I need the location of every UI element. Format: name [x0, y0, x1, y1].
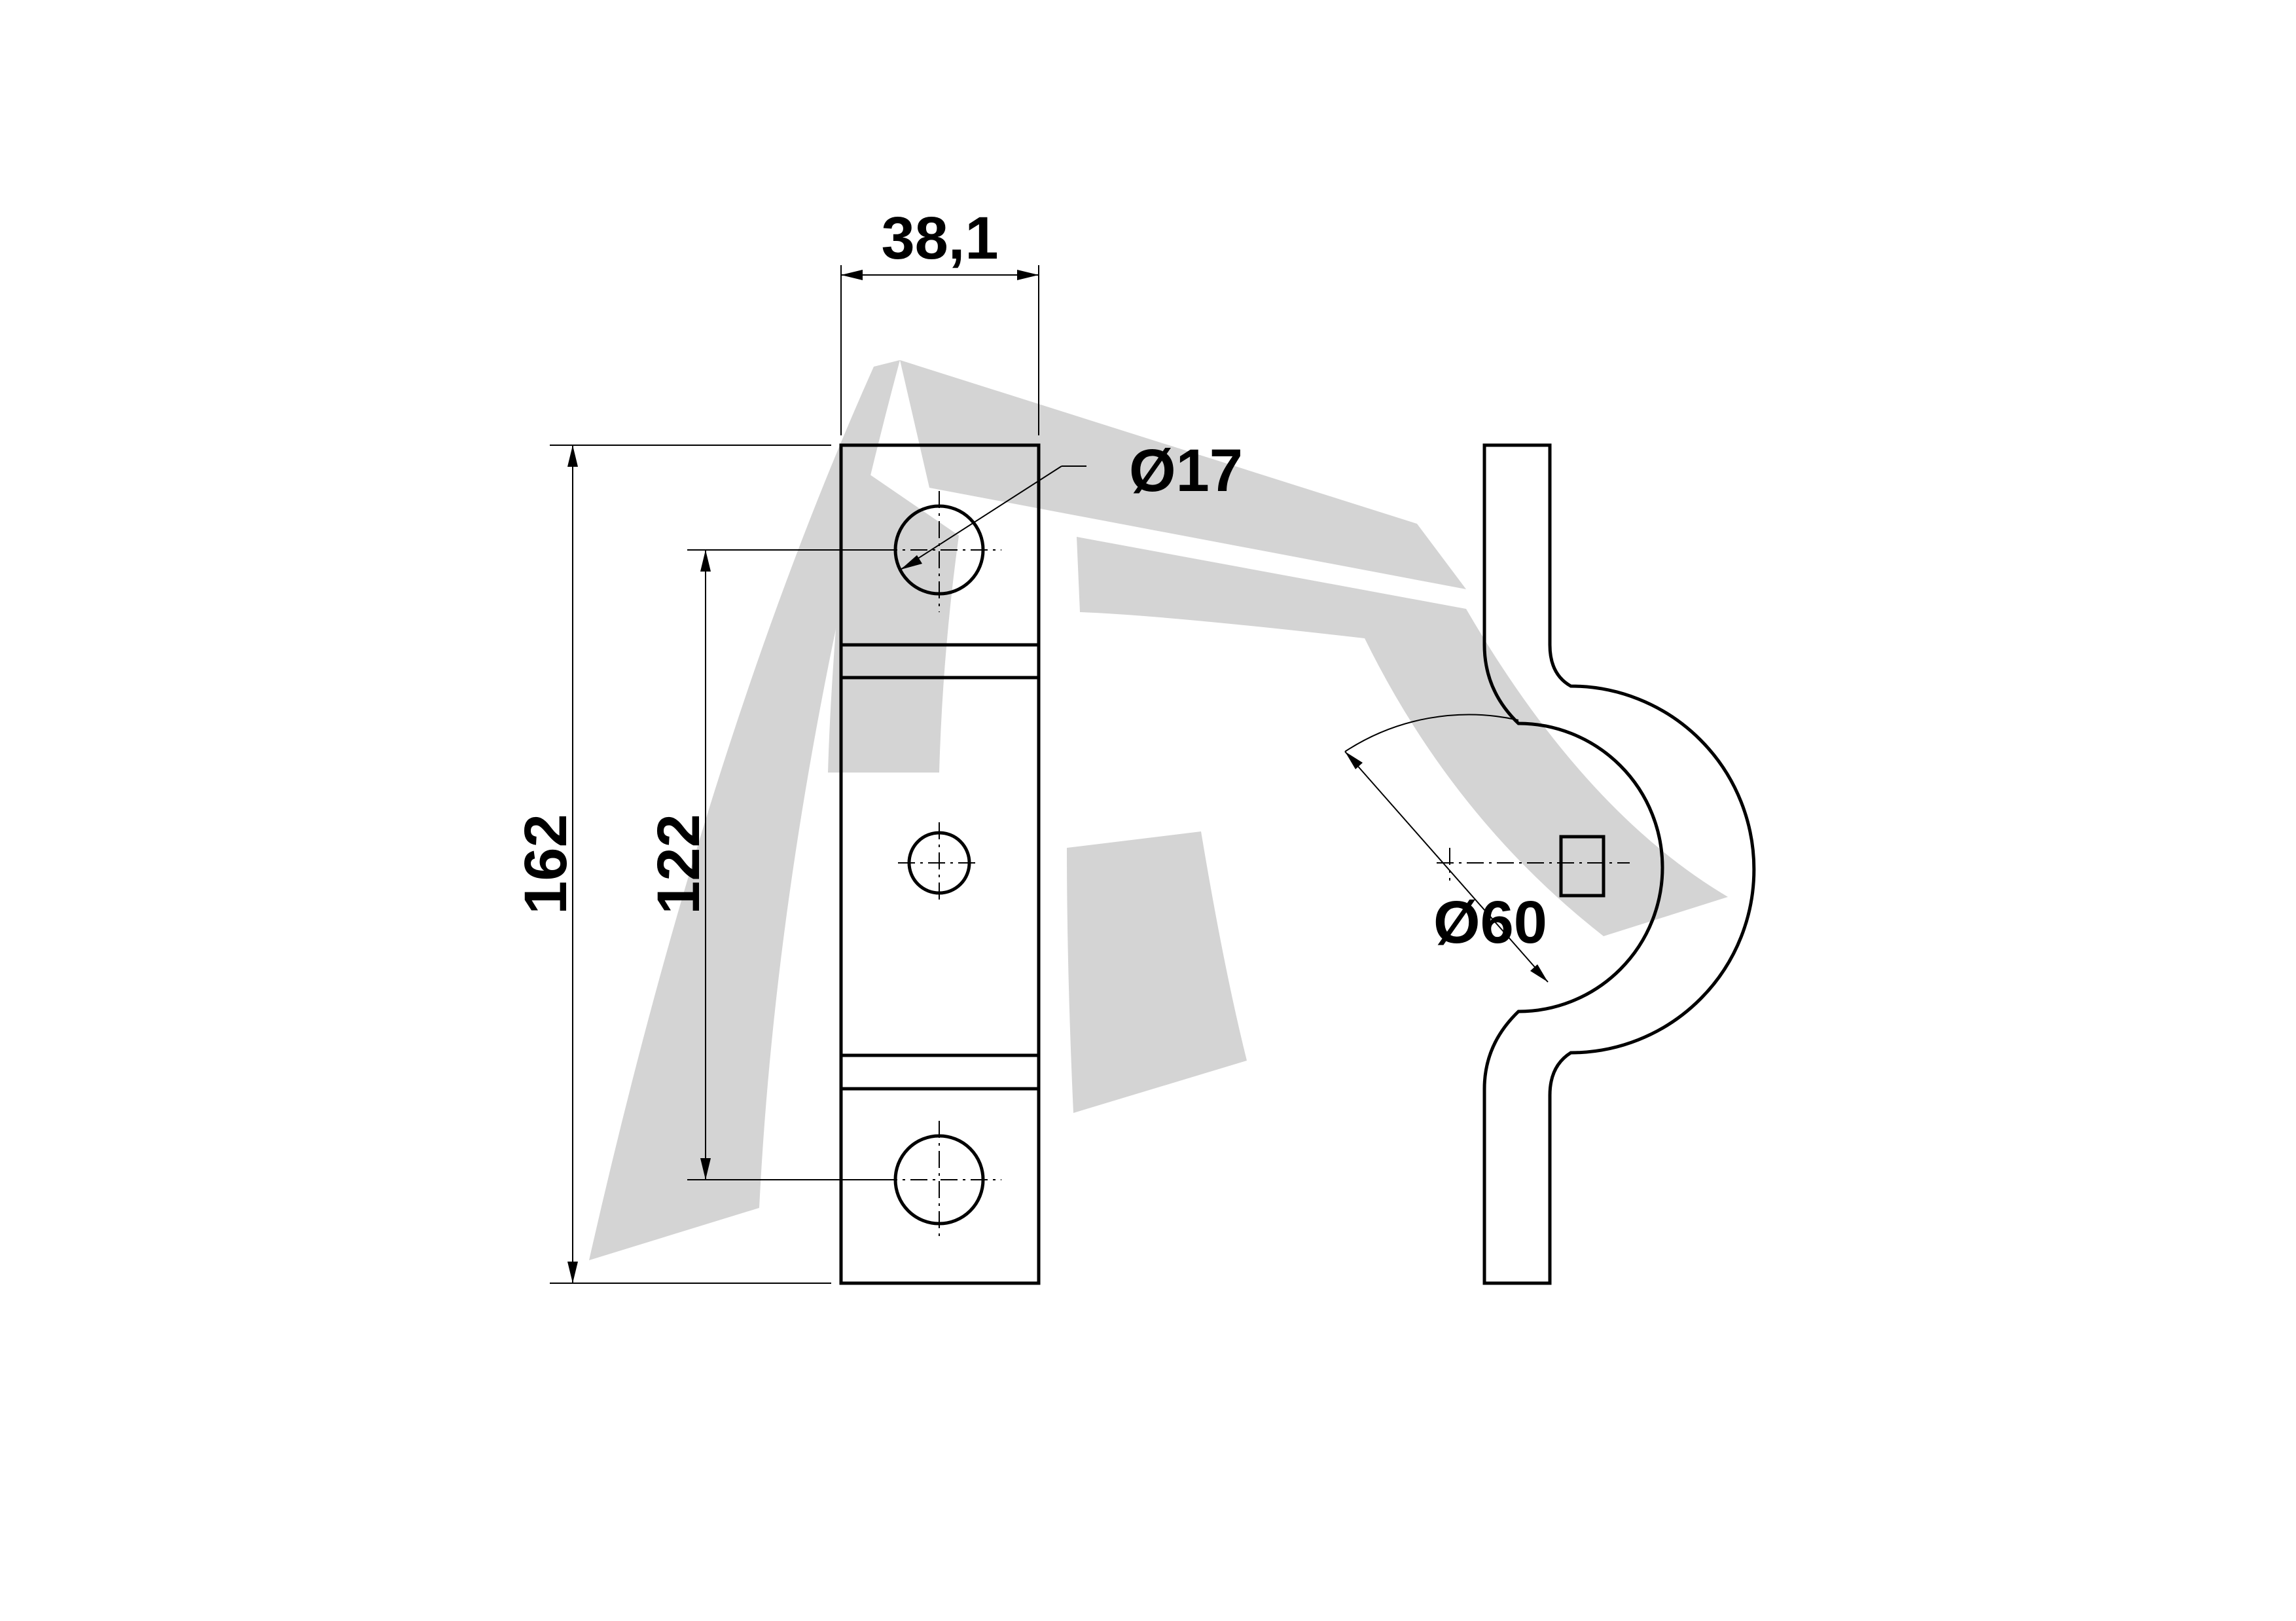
width-label: 38,1 [881, 205, 998, 272]
hole-diameter-label: Ø17 [1129, 437, 1243, 504]
pipe-diameter-dimension: Ø60 [1344, 714, 1549, 983]
bottom-bolt-hole [893, 1134, 985, 1226]
front-view [839, 443, 1041, 1285]
diameter-symbol: Ø [1433, 889, 1480, 956]
strap-profile [1482, 443, 1756, 1285]
hole-diameter-dimension: Ø17 [900, 437, 1243, 570]
length-dimension: 162 [512, 445, 831, 1284]
strap-notch [1559, 835, 1605, 898]
pipe-diameter-label: Ø60 [1433, 889, 1547, 956]
pipe-diameter-value: 60 [1480, 889, 1547, 956]
hole-diameter-value: 17 [1176, 437, 1243, 504]
side-view [1437, 443, 1756, 1285]
hole-spacing-label: 122 [645, 814, 712, 915]
hole-spacing-dimension: 122 [645, 549, 884, 1180]
width-dimension: 38,1 [840, 205, 1039, 435]
plate-outline [839, 443, 1041, 1285]
diameter-symbol: Ø [1129, 437, 1176, 504]
length-label: 162 [512, 814, 579, 915]
